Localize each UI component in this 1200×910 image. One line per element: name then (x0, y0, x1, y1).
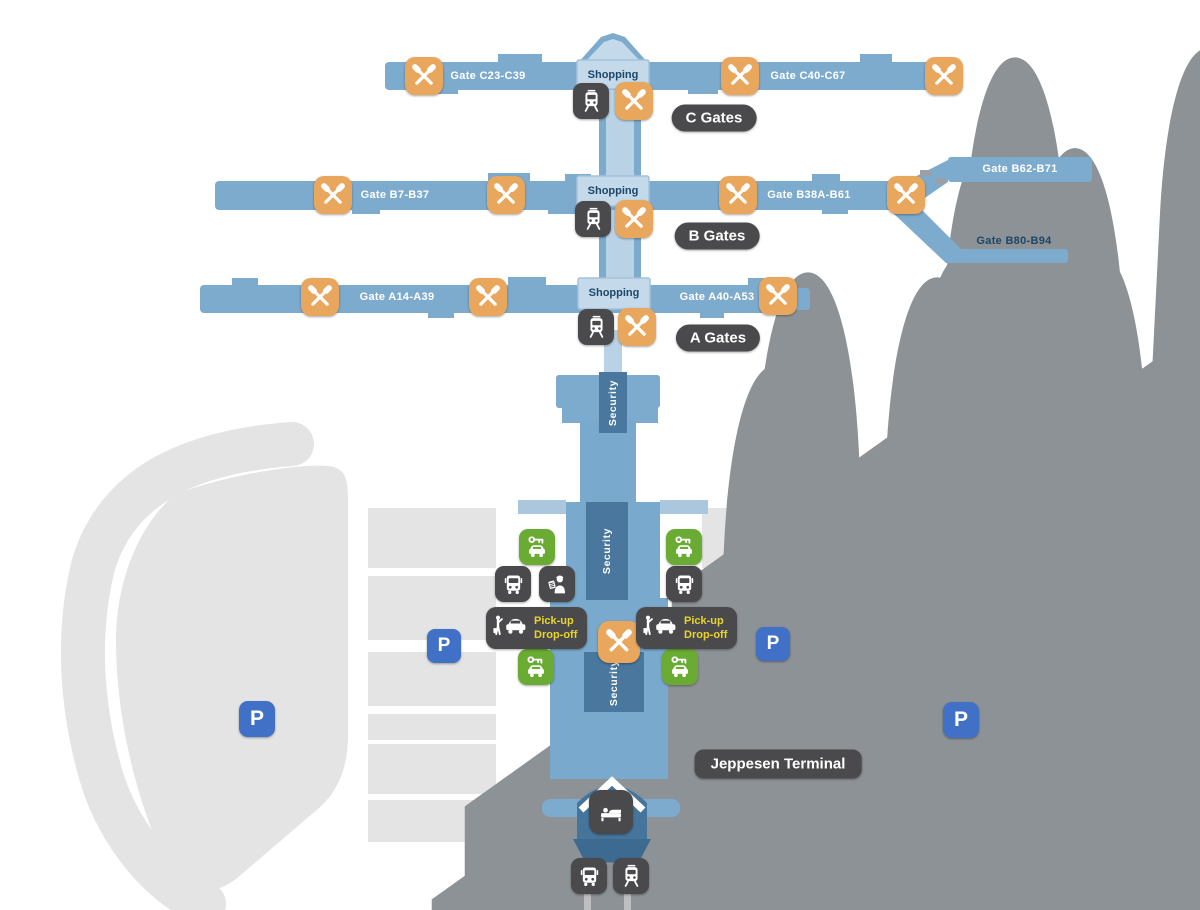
concourse-c-building (385, 33, 950, 94)
dropoff-label: Drop-off (534, 629, 578, 641)
parking-icon: P (239, 701, 275, 737)
shopping-label-c: Shopping (587, 69, 639, 81)
restaurant-icon (405, 57, 443, 95)
bus-icon (666, 566, 702, 602)
train-icon (578, 309, 614, 345)
bus-icon (495, 566, 531, 602)
west-parking-area (116, 465, 348, 891)
pickup-dropoff-badge: Pick-up Drop-off (486, 607, 587, 649)
jeppesen-terminal-badge: Jeppesen Terminal (694, 749, 862, 779)
restaurant-icon (301, 278, 339, 316)
gate-b62-b71-label: Gate B62-B71 (982, 163, 1058, 175)
pickup-label: Pick-up (684, 614, 724, 627)
c-gates-badge: C Gates (671, 104, 757, 132)
rental-car-icon (662, 649, 698, 685)
rental-car-icon (518, 649, 554, 685)
gate-b7-b37-label: Gate B7-B37 (360, 189, 430, 201)
train-icon (613, 858, 649, 894)
parking-icon: P (756, 627, 790, 661)
restaurant-icon (759, 277, 797, 315)
restaurant-icon (314, 176, 352, 214)
restaurant-icon (598, 621, 640, 663)
parking-icon: P (943, 702, 979, 738)
shopping-areas (576, 59, 651, 310)
gate-a14-a39-label: Gate A14-A39 (359, 291, 435, 303)
shopping-label-a: Shopping (588, 287, 640, 299)
gate-c40-c67-label: Gate C40-C67 (770, 70, 846, 82)
shopping-label-b: Shopping (587, 185, 639, 197)
restaurant-icon (487, 176, 525, 214)
rental-car-icon (666, 529, 702, 565)
customs-icon (539, 566, 575, 602)
restaurant-icon (615, 200, 653, 238)
gate-b38a-b61-label: Gate B38A-B61 (767, 189, 851, 201)
gate-c23-c39-label: Gate C23-C39 (450, 70, 526, 82)
security-label-lower: Security (608, 659, 620, 707)
gate-a40-a53-label: Gate A40-A53 (679, 291, 755, 303)
restaurant-icon (618, 308, 656, 346)
a-gates-badge: A Gates (675, 324, 761, 352)
train-icon (575, 201, 611, 237)
rental-car-icon (519, 529, 555, 565)
restaurant-icon (469, 278, 507, 316)
bus-icon (571, 858, 607, 894)
pickup-dropoff-badge: Pick-up Drop-off (636, 607, 737, 649)
pickup-label: Pick-up (534, 614, 574, 627)
restaurant-icon (925, 57, 963, 95)
b-gates-badge: B Gates (674, 222, 760, 250)
security-label-bridge: Security (607, 379, 619, 427)
restaurant-icon (721, 57, 759, 95)
dropoff-label: Drop-off (684, 629, 728, 641)
restaurant-icon (615, 82, 653, 120)
hotel-icon (589, 790, 633, 834)
taxi-pickup-icon (493, 614, 529, 642)
security-label-upper: Security (601, 527, 613, 575)
train-icon (573, 83, 609, 119)
taxi-pickup-icon (643, 614, 679, 642)
restaurant-icon (887, 176, 925, 214)
parking-icon: P (427, 629, 461, 663)
restaurant-icon (719, 176, 757, 214)
gate-b80-b94-label: Gate B80-B94 (976, 235, 1052, 247)
